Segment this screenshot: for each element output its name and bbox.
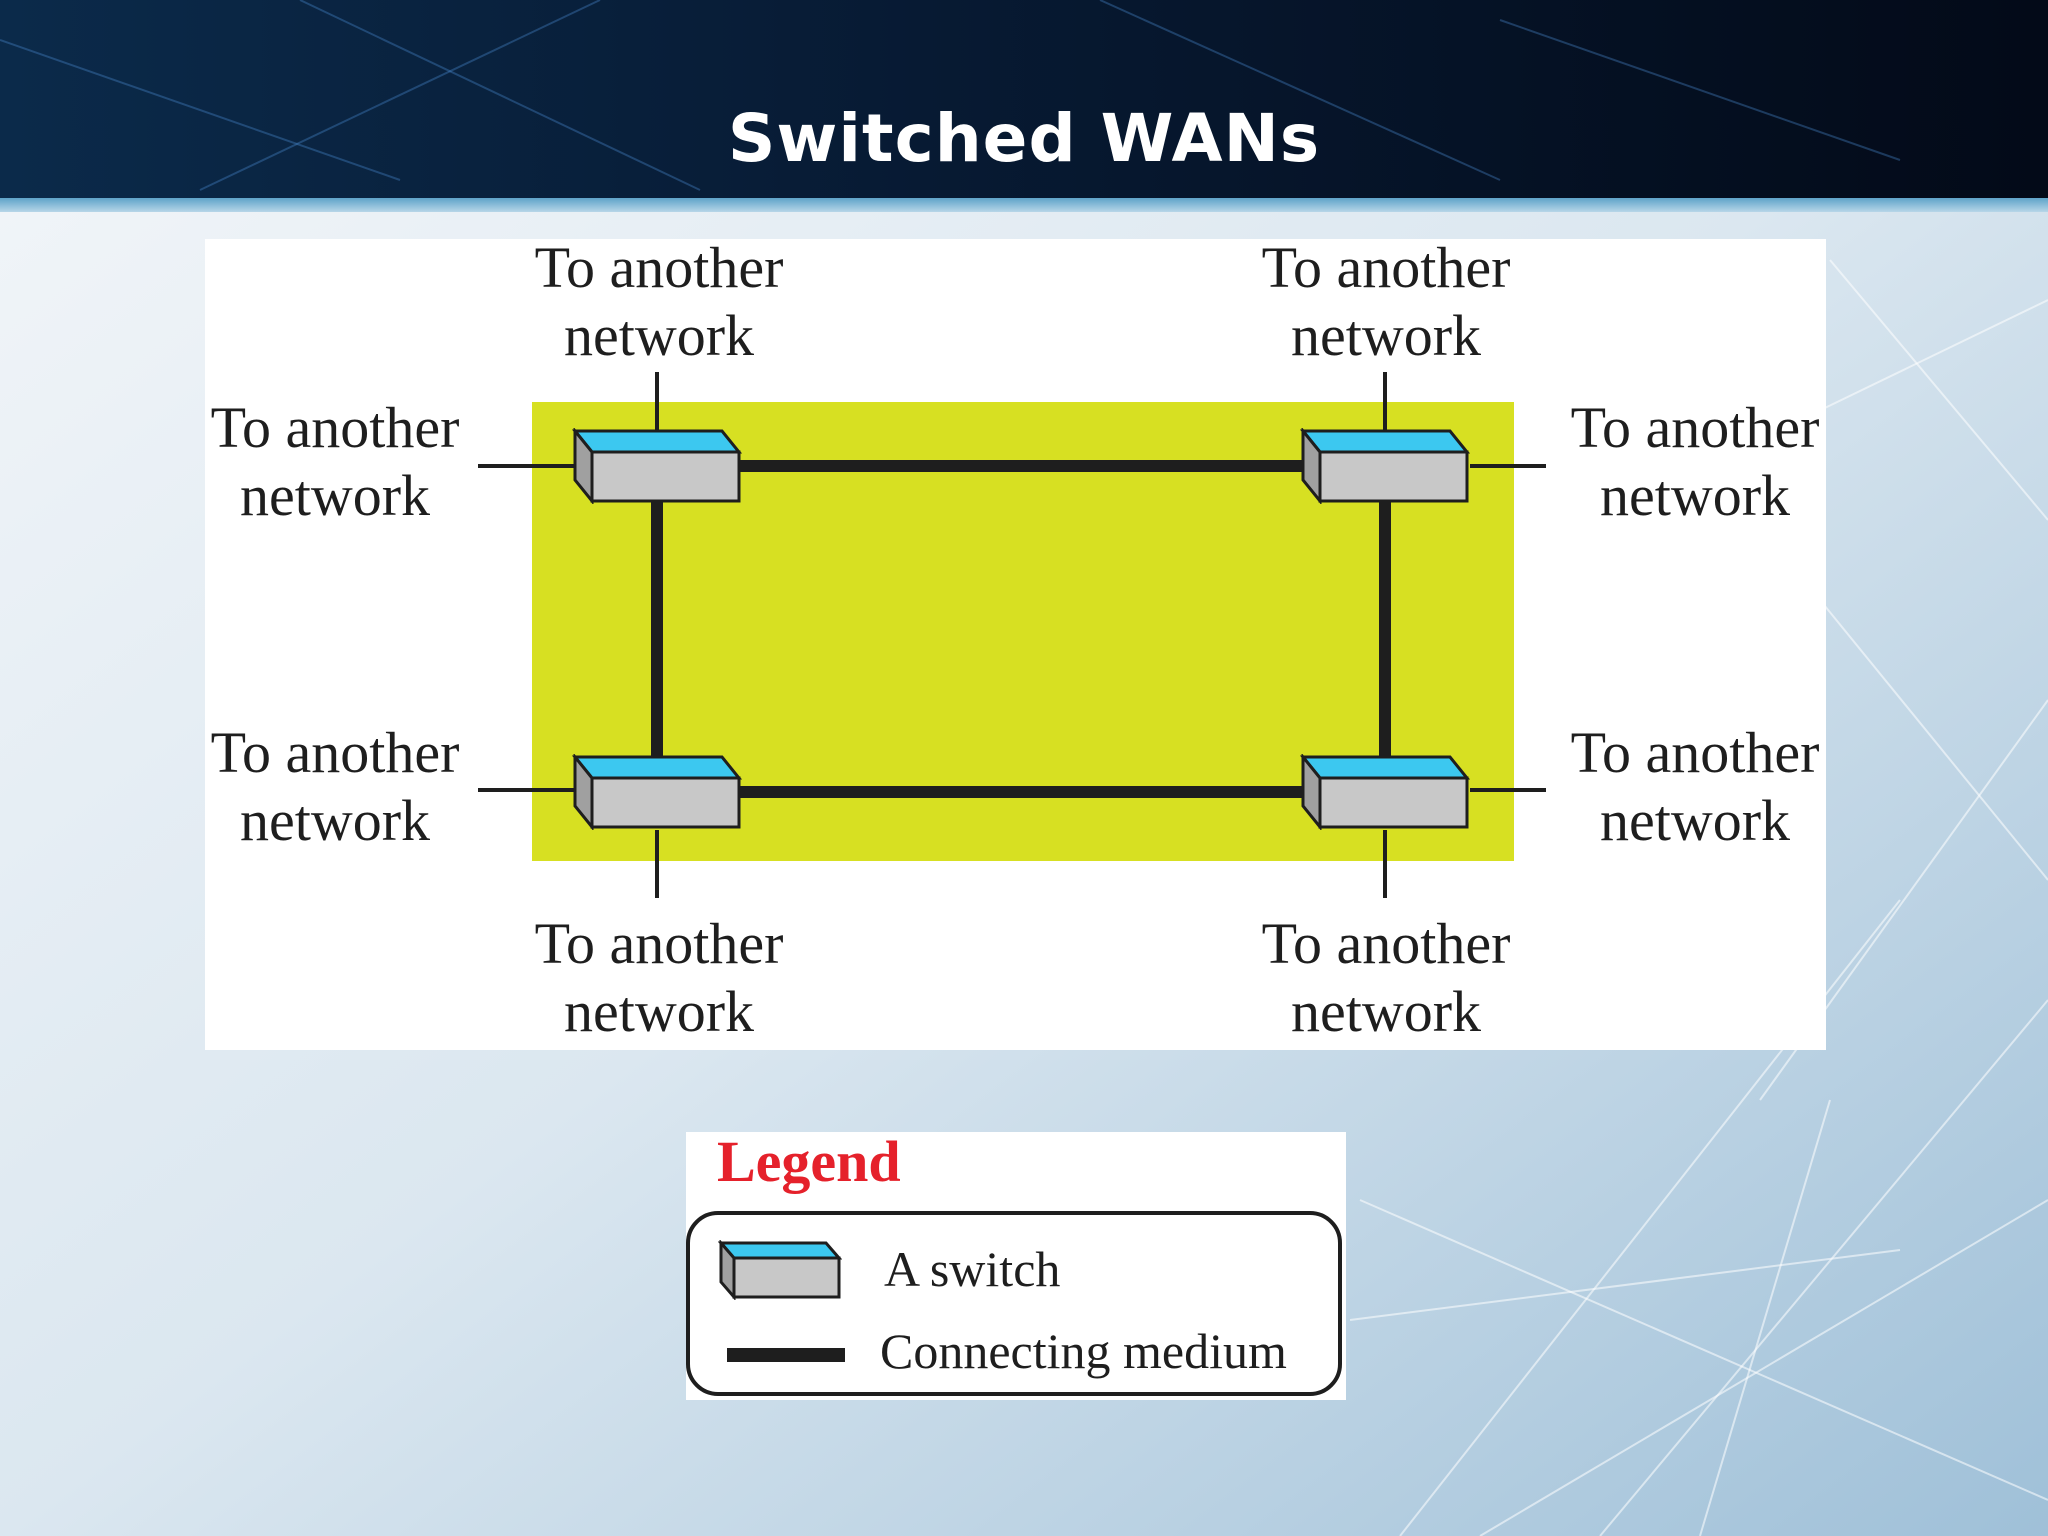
network-label-line: To another <box>1261 235 1511 300</box>
network-label-line: network <box>563 979 755 1044</box>
network-label-line: network <box>563 303 755 368</box>
switch-icon <box>572 428 742 504</box>
network-label-top-left: To another network <box>499 234 819 370</box>
network-label-bottom-left: To another network <box>499 910 819 1046</box>
legend-medium-label: Connecting medium <box>880 1323 1287 1379</box>
switch-icon <box>718 1240 842 1300</box>
network-label-left-upper: To another network <box>175 394 495 530</box>
network-label-line: network <box>1290 303 1482 368</box>
switch-icon <box>1300 754 1470 830</box>
slide-title: Switched WANs <box>727 100 1321 177</box>
network-label-line: To another <box>534 911 784 976</box>
network-label-line: To another <box>1261 911 1511 976</box>
switch-icon <box>572 754 742 830</box>
network-label-line: network <box>1599 463 1791 528</box>
network-label-line: To another <box>1570 720 1820 785</box>
network-label-left-lower: To another network <box>175 719 495 855</box>
network-label-line: To another <box>1570 395 1820 460</box>
network-label-right-lower: To another network <box>1535 719 1855 855</box>
network-label-line: network <box>1599 788 1791 853</box>
network-label-right-upper: To another network <box>1535 394 1855 530</box>
network-label-line: To another <box>210 720 460 785</box>
network-label-line: To another <box>534 235 784 300</box>
connecting-medium-swatch <box>727 1348 845 1362</box>
network-label-line: network <box>239 788 431 853</box>
legend-title: Legend <box>717 1129 901 1194</box>
network-label-bottom-right: To another network <box>1226 910 1546 1046</box>
network-label-line: To another <box>210 395 460 460</box>
network-label-line: network <box>239 463 431 528</box>
switch-icon <box>1300 428 1470 504</box>
network-label-line: network <box>1290 979 1482 1044</box>
network-label-top-right: To another network <box>1226 234 1546 370</box>
legend-switch-label: A switch <box>884 1241 1061 1297</box>
